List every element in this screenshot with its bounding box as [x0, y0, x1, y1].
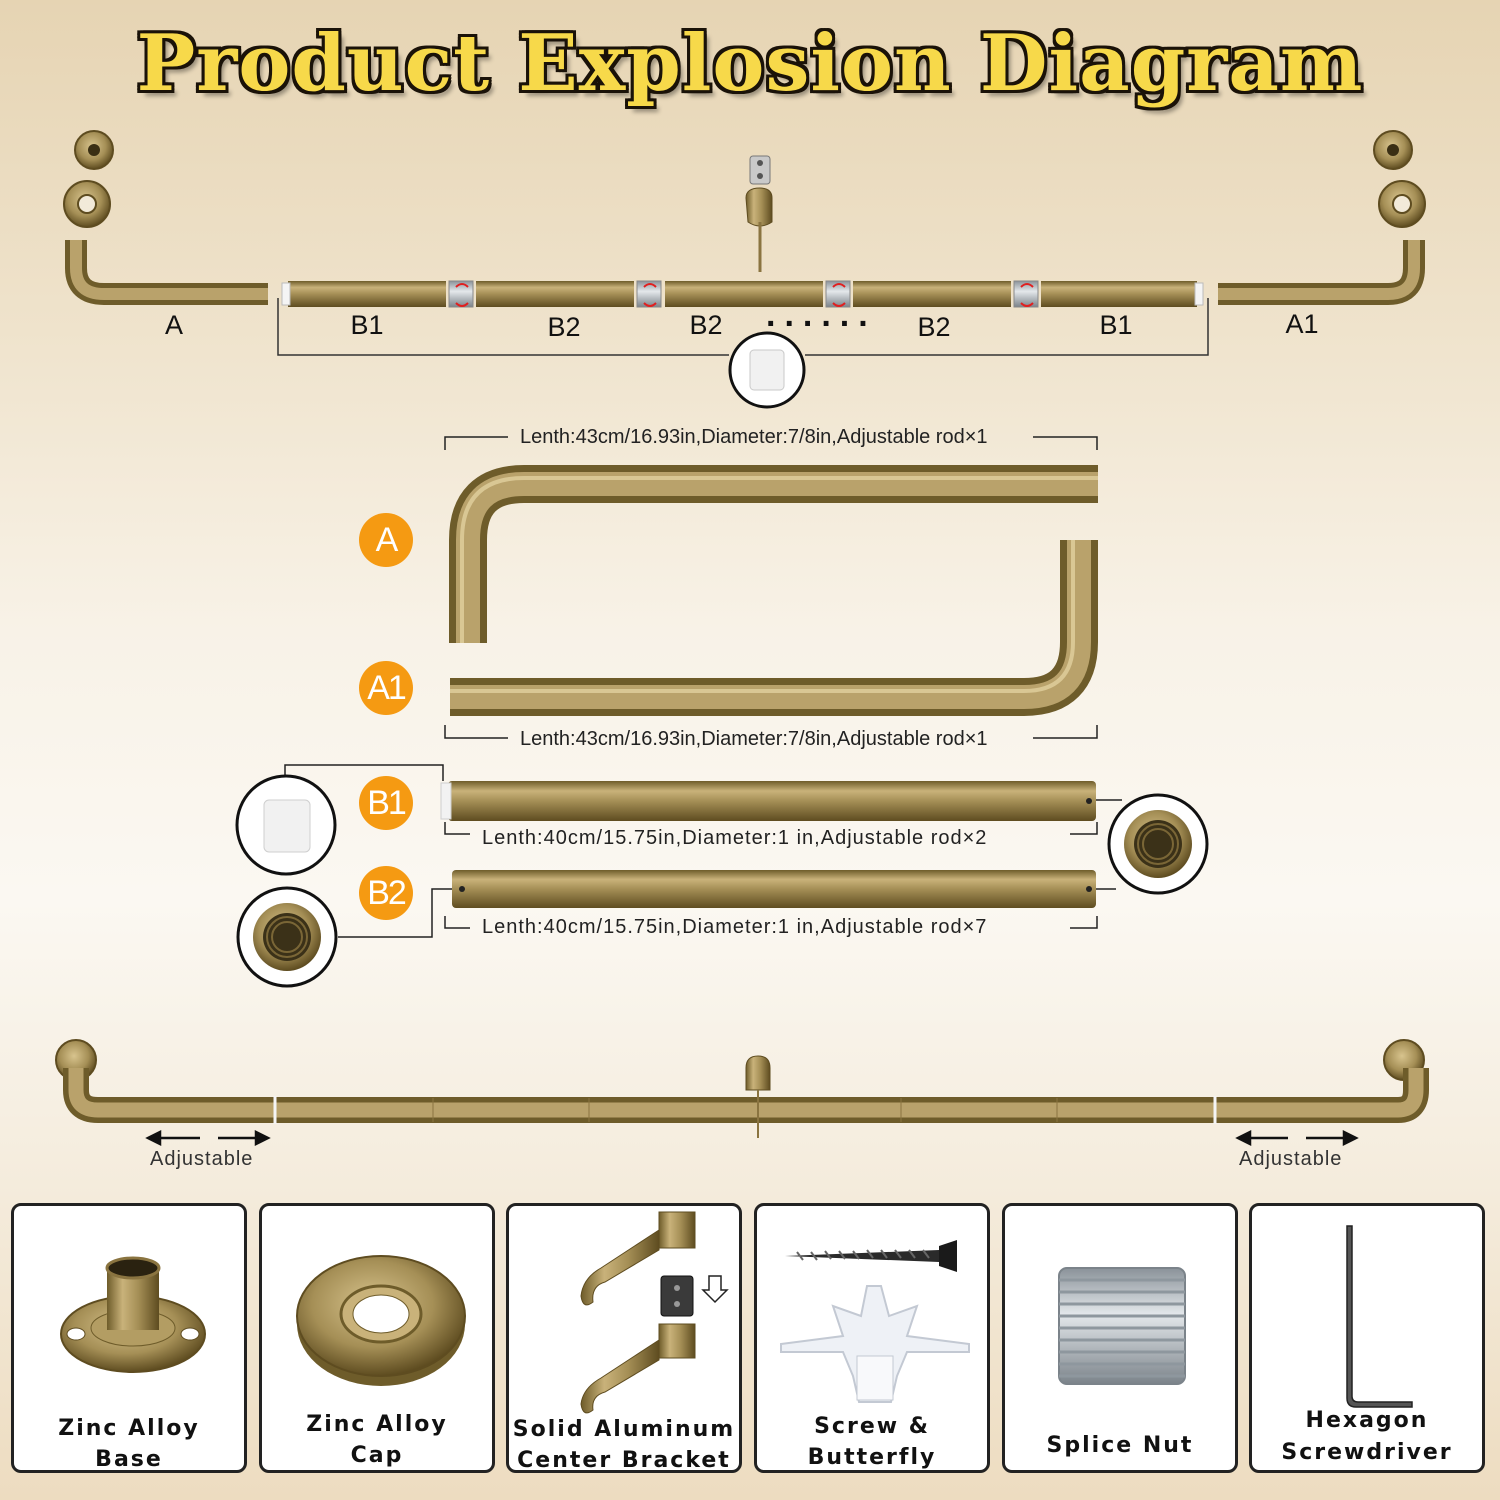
- label-ellipsis: ......: [766, 296, 877, 334]
- accessory-label-line2: Center Bracket: [517, 1448, 731, 1473]
- label-b1-right: B1: [1099, 310, 1133, 340]
- accessory-card-screw: Screw & Butterfly Anchor: [754, 1203, 990, 1473]
- accessory-label-line1: Splice Nut: [1046, 1433, 1194, 1458]
- label-a1: A1: [1285, 309, 1319, 339]
- rod-b2-top-1: [476, 281, 634, 307]
- badge-a1: A1: [359, 661, 413, 715]
- exploded-assembly: [63, 130, 1426, 409]
- hex-key-icon: [1346, 1225, 1413, 1408]
- accessory-card-base: Zinc Alloy Base: [11, 1203, 247, 1473]
- accessory-card-splice-nut: Splice Nut: [1002, 1203, 1238, 1473]
- label-a: A: [164, 310, 183, 340]
- rod-b1-right-top: [1041, 281, 1197, 307]
- accessory-label-line2: Base: [95, 1447, 163, 1472]
- accessory-label-line2: Screwdriver: [1281, 1440, 1453, 1465]
- endcap-callout-icon: [728, 331, 806, 409]
- adjustable-left-label: Adjustable: [150, 1148, 254, 1170]
- badge-b1: B1: [359, 776, 413, 830]
- adjust-arrows: [145, 1129, 1359, 1147]
- badge-a: A: [359, 513, 413, 567]
- rod-a1-top: [1218, 240, 1425, 305]
- label-b2-2: B2: [689, 310, 723, 340]
- b1-thread-callout-icon: [1107, 793, 1209, 895]
- rod-a-detail: [449, 465, 1098, 643]
- left-wall-base-icon: [63, 130, 114, 228]
- label-b2-1: B2: [547, 312, 581, 342]
- center-bracket-icon: [580, 1211, 729, 1414]
- accessory-card-cap: Zinc Alloy Cap: [259, 1203, 495, 1473]
- center-bracket-top-icon: [745, 155, 773, 272]
- dimension-lines: [444, 436, 1098, 929]
- spec-a: Lenth:43cm/16.93in,Diameter:7/8in,Adjust…: [520, 426, 988, 448]
- spec-b1: Lenth:40cm/15.75in,Diameter:1 in,Adjusta…: [482, 827, 988, 849]
- b1-endcap-callout-icon: [235, 774, 337, 876]
- rod-a-top: [65, 240, 268, 305]
- b2-thread-callout-icon: [236, 886, 338, 988]
- accessory-label-line2: Cap: [350, 1443, 404, 1468]
- label-b1-left: B1: [350, 310, 384, 340]
- accessory-card-hex-key: Hexagon Screwdriver: [1249, 1203, 1485, 1473]
- accessory-label-line2: Butterfly Anchor: [807, 1445, 937, 1470]
- badge-b2: B2: [359, 866, 413, 920]
- rod-a1-detail: [450, 540, 1098, 716]
- zinc-alloy-cap-icon: [296, 1255, 466, 1386]
- rod-b2-detail: [452, 870, 1096, 908]
- spec-a1: Lenth:43cm/16.93in,Diameter:7/8in,Adjust…: [520, 728, 988, 750]
- label-b2-3: B2: [917, 312, 951, 342]
- spec-b2: Lenth:40cm/15.75in,Diameter:1 in,Adjusta…: [482, 916, 988, 938]
- accessory-label-line1: Solid Aluminum: [512, 1417, 736, 1442]
- accessory-label-line1: Zinc Alloy: [306, 1412, 448, 1437]
- accessory-label-line1: Screw &: [814, 1414, 930, 1439]
- rod-b2-top-2: [665, 281, 823, 307]
- endcap-callout-line: [277, 298, 1209, 356]
- splice-nut-icon: [1058, 1267, 1186, 1385]
- screw-anchor-icon: [780, 1240, 970, 1403]
- diagram-title: Product Explosion Diagram: [136, 18, 1364, 109]
- accessory-label-line1: Hexagon: [1305, 1408, 1429, 1433]
- adjustable-right-label: Adjustable: [1239, 1148, 1343, 1170]
- rod-b2-top-3: [853, 281, 1011, 307]
- accessory-label-line1: Zinc Alloy: [58, 1416, 200, 1441]
- assembled-rod: [55, 1039, 1429, 1138]
- accessory-card-bracket: Solid Aluminum Center Bracket: [506, 1203, 742, 1473]
- splice-nut-marks: [448, 280, 1039, 308]
- right-wall-base-icon: [1373, 130, 1426, 228]
- rod-b1-detail: [448, 781, 1096, 821]
- rod-b1-left-top: [288, 281, 446, 307]
- zinc-alloy-base-icon: [60, 1256, 206, 1373]
